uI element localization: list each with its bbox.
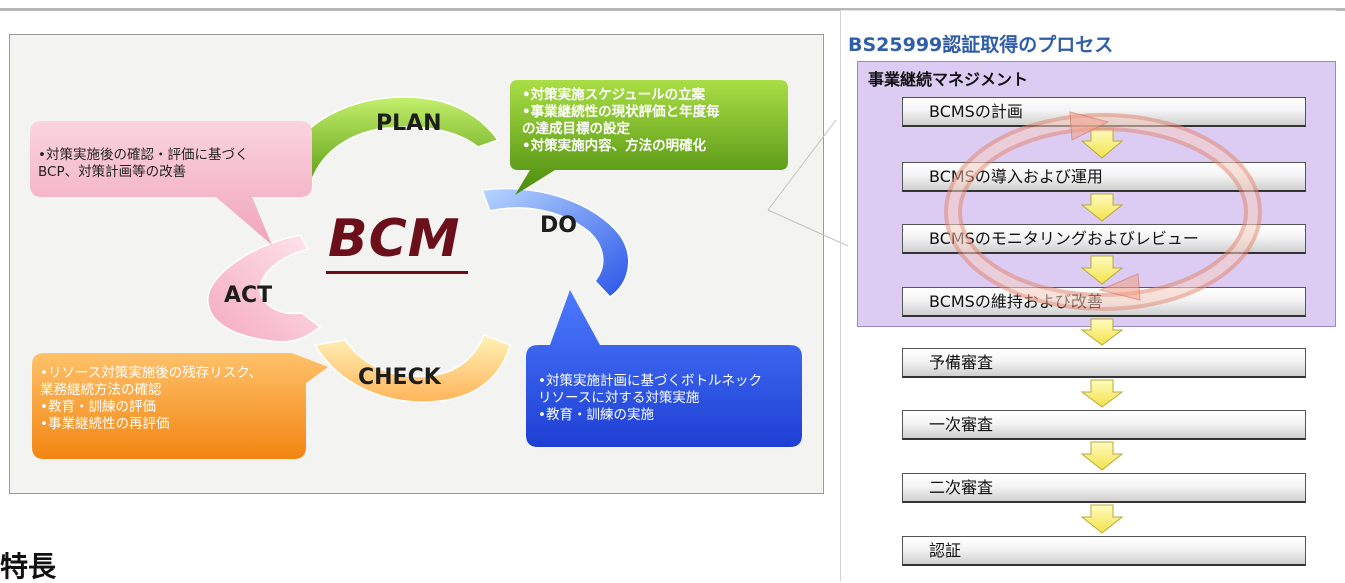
check-arc [313,334,511,403]
check-note-4: •事業継続性の再評価 [40,416,170,432]
process-title: BS25999認証取得のプロセス [848,34,1114,56]
process-frame [840,10,1336,581]
plan-note-4: •対策実施内容、方法の明確化 [522,138,707,154]
do-arc [480,187,630,298]
do-note-1: •対策実施計画に基づくボトルネック [538,373,762,389]
check-note-1: •リソース対策実施後の残存リスク、 [40,365,263,381]
step-bcms-maintain: BCMSの維持および改善 [902,287,1306,317]
check-label: CHECK [358,365,441,390]
plan-arc [277,96,500,186]
act-note-1: •対策実施後の確認・評価に基づく [38,147,249,163]
management-label: 事業継続マネジメント [868,70,1029,89]
do-label: DO [540,213,577,238]
step-first-audit: 一次審査 [902,410,1306,440]
top-divider [0,8,1345,11]
act-arc [207,234,322,343]
step-preliminary-audit: 予備審査 [902,348,1306,378]
step-bcms-monitor: BCMSのモニタリングおよびレビュー [902,224,1306,254]
plan-note-3: の達成目標の設定 [522,121,630,137]
step-certification: 認証 [902,536,1306,566]
step-bcms-implement: BCMSの導入および運用 [902,162,1306,192]
bcm-cycle-panel: BCM PLAN DO CHECK ACT •対策実施スケジュールの立案 •事業… [9,34,824,494]
plan-note-1: •対策実施スケジュールの立案 [522,87,706,103]
step-second-audit: 二次審査 [902,473,1306,503]
do-notes: •対策実施計画に基づくボトルネック リソースに対する対策実施 •教育・訓練の実施 [538,373,762,424]
do-note-3: •教育・訓練の実施 [538,407,654,423]
act-callout-shape [30,121,312,245]
step-bcms-plan: BCMSの計画 [902,97,1306,127]
do-callout-shape [526,290,802,447]
bcm-center-label: BCM [328,209,461,269]
check-callout-shape [32,353,328,459]
plan-label: PLAN [376,111,442,136]
act-note-2: BCP、対策計画等の改善 [38,164,187,180]
do-note-2: リソースに対する対策実施 [538,390,700,406]
check-notes: •リソース対策実施後の残存リスク、 業務継続方法の確認 •教育・訓練の評価 •事… [40,365,262,433]
plan-note-2: •事業継続性の現状評価と年度毎 [522,104,720,120]
act-label: ACT [224,283,273,308]
check-note-2: 業務継続方法の確認 [40,382,162,398]
bcm-underline [326,271,468,274]
plan-notes: •対策実施スケジュールの立案 •事業継続性の現状評価と年度毎 の達成目標の設定 … [522,87,720,155]
plan-callout-shape [510,80,788,195]
bcm-cycle-graphic [30,80,802,459]
act-notes: •対策実施後の確認・評価に基づく BCP、対策計画等の改善 [38,147,248,181]
section-heading-fragment: 特長 [0,550,57,583]
check-note-3: •教育・訓練の評価 [40,399,156,415]
